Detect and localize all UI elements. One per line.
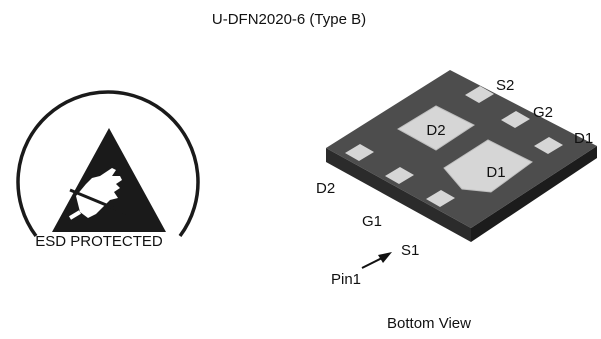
- pad-d1-large: [443, 139, 533, 193]
- label-g2: G2: [533, 104, 553, 121]
- label-d1-pin: D1: [574, 130, 593, 147]
- label-s1: S1: [401, 242, 419, 259]
- pin1-arrow: [361, 252, 392, 269]
- label-s2: S2: [496, 77, 514, 94]
- label-d1-pad: D1: [486, 164, 505, 181]
- label-d2-pad: D2: [426, 122, 445, 139]
- pad-s2: [465, 86, 494, 103]
- pin1-label: Pin1: [331, 271, 361, 288]
- pad-d2-pin: [345, 144, 374, 161]
- right-pads: [465, 86, 563, 154]
- pad-g2: [501, 111, 530, 128]
- bottom-view-label: Bottom View: [387, 315, 471, 332]
- pad-d1-pin: [534, 137, 563, 154]
- package-body: [326, 70, 597, 242]
- pad-d2-large: [397, 105, 475, 151]
- pad-g1: [385, 167, 414, 184]
- label-g1: G1: [362, 213, 382, 230]
- bottom-pads: [345, 144, 455, 207]
- pad-s1: [426, 190, 455, 207]
- esd-hand-warning-icon: [16, 90, 200, 238]
- esd-protected-label: ESD PROTECTED: [35, 233, 163, 250]
- label-d2-pin: D2: [316, 180, 335, 197]
- package-title: U-DFN2020-6 (Type B): [212, 11, 366, 28]
